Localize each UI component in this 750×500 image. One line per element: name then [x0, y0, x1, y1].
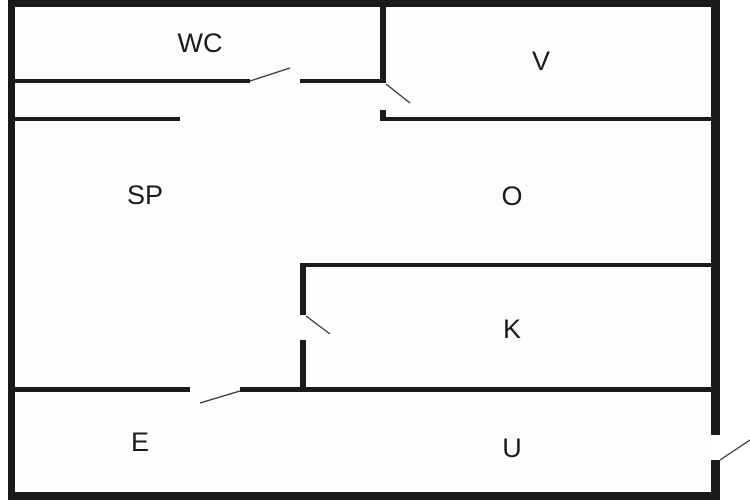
door-k[interactable] [305, 315, 331, 335]
v-wall-bottom [380, 117, 711, 121]
outer-wall-right-lower [711, 460, 720, 500]
floor [15, 7, 711, 492]
room-label-sp: SP [127, 180, 163, 210]
room-label-e: E [131, 427, 149, 457]
wc-wall-left [15, 79, 250, 83]
k-wall-top [300, 263, 711, 267]
room-label-o: O [501, 181, 522, 211]
door-v[interactable] [385, 83, 411, 104]
room-label-u: U [502, 433, 522, 463]
outer-wall-bottom [8, 492, 720, 500]
outer-wall-left [8, 0, 15, 500]
door-entrance[interactable] [719, 439, 750, 461]
e-wall-right [240, 387, 711, 392]
room-label-wc: WC [178, 28, 223, 58]
room-label-k: K [503, 314, 521, 344]
doors [199, 67, 750, 461]
wc-wall-right [300, 79, 384, 83]
k-wall-left-lower [300, 340, 306, 390]
walls [8, 0, 720, 500]
sp-wall-top [15, 117, 180, 121]
door-wc[interactable] [249, 67, 291, 82]
v-wall-left-stub [380, 110, 386, 121]
k-wall-left-upper [300, 263, 306, 315]
room-label-v: V [532, 46, 550, 76]
outer-wall-top [8, 0, 720, 7]
outer-wall-right-upper [711, 0, 720, 435]
door-e[interactable] [199, 390, 241, 404]
e-wall-left [15, 387, 190, 392]
v-wall-left-upper [380, 7, 386, 83]
